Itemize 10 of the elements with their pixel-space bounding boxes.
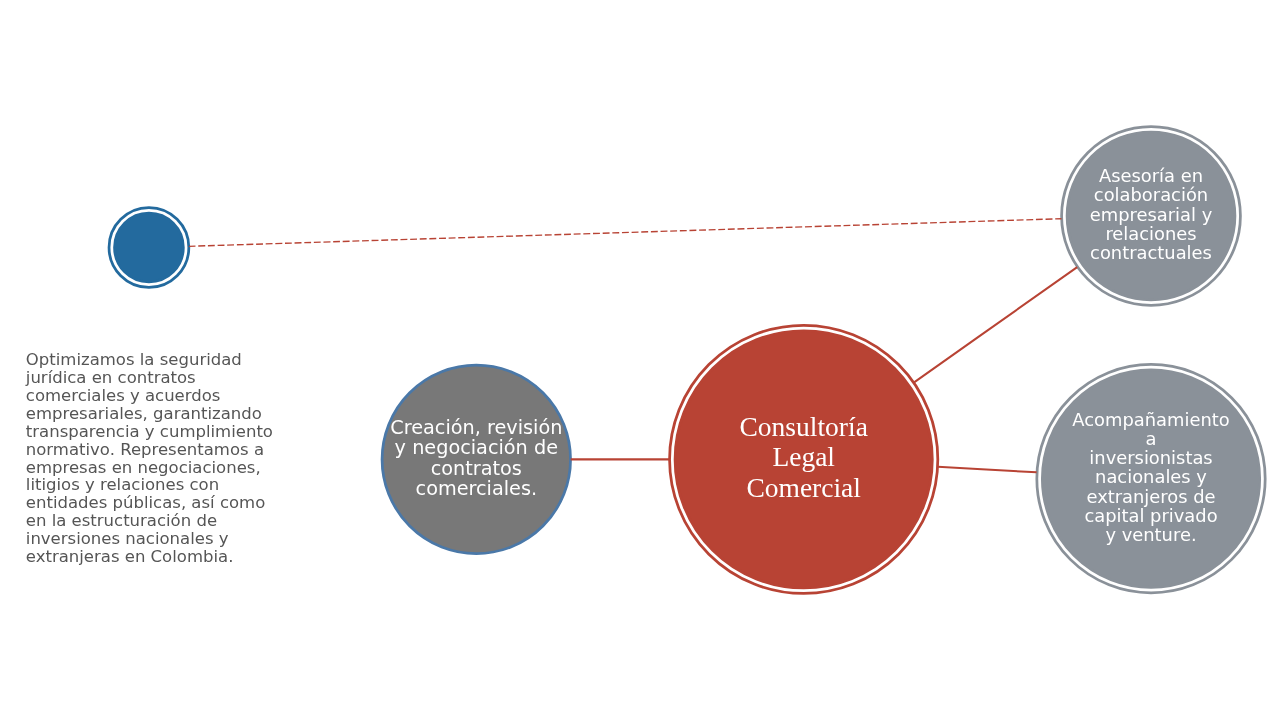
connector bbox=[570, 458, 670, 461]
connector bbox=[937, 465, 1037, 474]
connector bbox=[913, 266, 1078, 384]
node-circle: Acompañamiento a inversionistas nacionales y extranjeros de capital privado y venture. bbox=[1035, 363, 1267, 595]
node-circle bbox=[107, 206, 191, 289]
node-circle: Creación, revisión y negociación de contratos comerciales. bbox=[380, 363, 572, 555]
node-circle: Asesoría en colaboración empresarial y relaciones contractuales bbox=[1060, 125, 1242, 307]
label: Optimizamos la seguridad jurídica en contratos comerciales y acuerdos empresariales, garantizando transparencia y cumplimiento normativo. Representamos a empresas en negociaciones, litigios y relaciones con entidades públicas, así como en la estructuración de inversiones nacionales y extranjeras en Colombia. bbox=[25, 350, 273, 566]
node-circle: Consultoría Legal Comercial bbox=[668, 323, 940, 595]
connector bbox=[188, 218, 1063, 247]
